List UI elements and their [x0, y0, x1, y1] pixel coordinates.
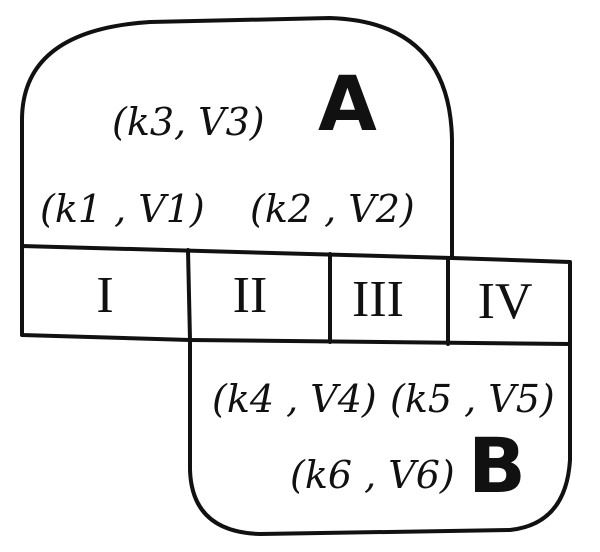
- set-b-label: B: [468, 421, 526, 510]
- pair-k4-v4: (k4 , V4): [212, 377, 377, 421]
- pair-k5-v5: (k5 , V5): [390, 377, 555, 421]
- pair-k6-v6: (k6 , V6): [290, 453, 455, 497]
- cell-label-4: IV: [478, 273, 533, 330]
- region-a-outline: [20, 16, 454, 260]
- pair-k2-v2: (k2 , V2): [250, 187, 415, 231]
- cell-label-3: III: [352, 271, 404, 328]
- cell-label-2: II: [233, 267, 268, 324]
- pair-k1-v1: (k1 , V1): [40, 187, 205, 231]
- cell-label-1: I: [96, 267, 113, 324]
- pair-k3-v3: (k3, V3): [112, 100, 265, 144]
- cell-divider-1: [186, 248, 192, 342]
- set-a-label: A: [318, 59, 377, 148]
- region-b-outline: [188, 338, 572, 536]
